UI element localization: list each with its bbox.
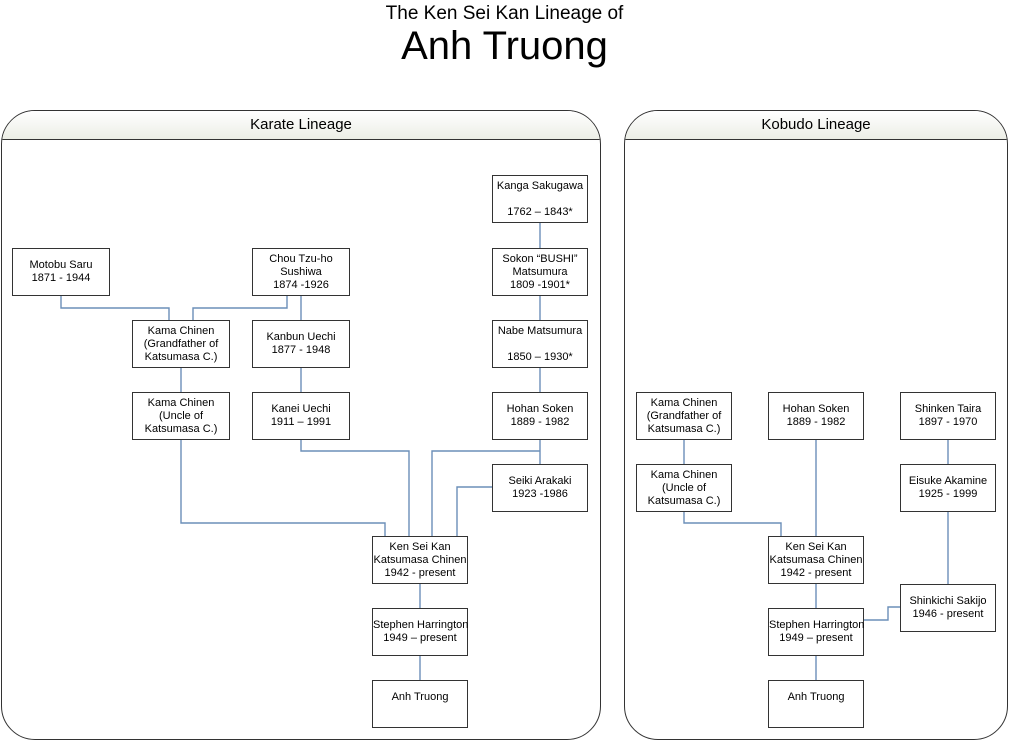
node-katsumasa-chinen: Ken Sei Kan Katsumasa Chinen 1942 - pres… — [372, 536, 468, 584]
node-note-line2: Katsumasa C.) — [144, 423, 218, 435]
node-name: Kama Chinen — [650, 397, 718, 409]
node-spacer — [493, 338, 587, 351]
node-name: Nabe Matsumura — [497, 325, 583, 337]
node-motobu-saru: Motobu Saru 1871 - 1944 — [12, 248, 110, 296]
node-note: (Grandfather of — [143, 338, 219, 350]
node-dates: 1911 – 1991 — [270, 416, 332, 428]
node-name: Hohan Soken — [782, 403, 850, 415]
node-note: (Grandfather of — [646, 410, 722, 422]
connector-chou-kama-grand — [192, 296, 288, 320]
node-dates: 1889 - 1982 — [786, 416, 846, 428]
node-name: Kanbun Uechi — [266, 331, 336, 343]
kobudo-node-anh-truong: Anh Truong — [768, 680, 864, 728]
node-kama-chinen-uncle: Kama Chinen (Uncle of Katsumasa C.) — [132, 392, 230, 440]
node-name: Katsumasa Chinen — [769, 554, 863, 566]
node-name: Eisuke Akamine — [908, 475, 988, 487]
node-dates: 1762 – 1843* — [507, 206, 573, 218]
node-school: Ken Sei Kan — [389, 541, 451, 553]
node-note-line2: Katsumasa C.) — [144, 351, 218, 363]
node-name: Seiki Arakaki — [508, 475, 572, 487]
node-dates: 1874 -1926 — [273, 279, 329, 291]
node-dates: 1925 - 1999 — [918, 488, 978, 500]
kobudo-node-stephen-harrington: Stephen Harrington 1949 – present — [768, 608, 864, 656]
node-note-line2: Katsumasa C.) — [647, 495, 721, 507]
node-anh-truong: Anh Truong — [372, 680, 468, 728]
node-dates: 1871 - 1944 — [31, 272, 91, 284]
node-spacer — [493, 193, 587, 206]
node-name: Kama Chinen — [650, 469, 718, 481]
node-hohan-soken: Hohan Soken 1889 - 1982 — [492, 392, 588, 440]
node-name: Kama Chinen — [147, 397, 215, 409]
node-name: Shinken Taira — [914, 403, 982, 415]
node-dates: 1946 - present — [912, 608, 984, 620]
node-dates: 1942 - present — [384, 567, 456, 579]
diagram-title: Anh Truong — [401, 24, 608, 68]
kobudo-node-hohan-soken: Hohan Soken 1889 - 1982 — [768, 392, 864, 440]
kobudo-node-eisuke-akamine: Eisuke Akamine 1925 - 1999 — [900, 464, 996, 512]
node-name: Katsumasa Chinen — [373, 554, 467, 566]
node-dates: 1809 -1901* — [510, 279, 570, 291]
karate-panel-header: Karate Lineage — [2, 111, 600, 140]
kobudo-node-kama-chinen-uncle: Kama Chinen (Uncle of Katsumasa C.) — [636, 464, 732, 512]
node-dates: 1949 – present — [383, 632, 457, 644]
node-chou-tzu-ho: Chou Tzu-ho Sushiwa 1874 -1926 — [252, 248, 350, 296]
diagram-subtitle: The Ken Sei Kan Lineage of — [385, 3, 624, 24]
node-name: Hohan Soken — [506, 403, 574, 415]
kobudo-node-katsumasa-chinen: Ken Sei Kan Katsumasa Chinen 1942 - pres… — [768, 536, 864, 584]
node-note-line2: Katsumasa C.) — [647, 423, 721, 435]
node-seiki-arakaki: Seiki Arakaki 1923 -1986 — [492, 464, 588, 512]
connector-kanei-chinen — [300, 440, 410, 536]
node-dates: 1850 – 1930* — [507, 351, 573, 363]
node-name: Stephen Harrington — [769, 619, 865, 631]
node-stephen-harrington: Stephen Harrington 1949 – present — [372, 608, 468, 656]
node-name: Kanei Uechi — [271, 403, 331, 415]
connector-seiki-chinen — [456, 486, 492, 536]
node-kanbun-uechi: Kanbun Uechi 1877 - 1948 — [252, 320, 350, 368]
node-name: Anh Truong — [787, 691, 845, 703]
kobudo-node-shinken-taira: Shinken Taira 1897 - 1970 — [900, 392, 996, 440]
node-note: (Uncle of — [661, 482, 707, 494]
node-sokon-matsumura: Sokon “BUSHI” Matsumura 1809 -1901* — [492, 248, 588, 296]
node-name: Sokon “BUSHI” — [502, 253, 578, 265]
node-dates: 1877 - 1948 — [271, 344, 331, 356]
node-dates: 1889 - 1982 — [510, 416, 570, 428]
node-dates: 1923 -1986 — [512, 488, 568, 500]
connector-kama-uncle-chinen — [180, 440, 386, 536]
node-note: (Uncle of — [158, 410, 204, 422]
connector-motobu-kama-grand — [60, 296, 170, 320]
node-name: Chou Tzu-ho — [269, 253, 333, 265]
connector-kobudo-kama-uncle-chinen — [683, 512, 782, 536]
node-name-line2: Sushiwa — [280, 266, 322, 278]
connector-hohan-chinen — [431, 450, 540, 536]
node-name: Anh Truong — [391, 691, 449, 703]
node-school: Ken Sei Kan — [785, 541, 847, 553]
node-dates: 1949 – present — [779, 632, 853, 644]
node-name: Motobu Saru — [29, 259, 93, 271]
node-kanga-sakugawa: Kanga Sakugawa 1762 – 1843* — [492, 175, 588, 223]
node-kama-chinen-grandfather: Kama Chinen (Grandfather of Katsumasa C.… — [132, 320, 230, 368]
connector-kobudo-shinkichi-stephen — [864, 606, 900, 621]
kobudo-node-shinkichi-sakijo: Shinkichi Sakijo 1946 - present — [900, 584, 996, 632]
node-kanei-uechi: Kanei Uechi 1911 – 1991 — [252, 392, 350, 440]
kobudo-node-kama-chinen-grandfather: Kama Chinen (Grandfather of Katsumasa C.… — [636, 392, 732, 440]
node-name: Kanga Sakugawa — [496, 180, 584, 192]
node-name: Shinkichi Sakijo — [909, 595, 987, 607]
node-dates: 1897 - 1970 — [918, 416, 978, 428]
node-nabe-matsumura: Nabe Matsumura 1850 – 1930* — [492, 320, 588, 368]
node-name-line2: Matsumura — [512, 266, 568, 278]
kobudo-panel-header: Kobudo Lineage — [625, 111, 1007, 140]
node-name: Stephen Harrington — [373, 619, 469, 631]
node-name: Kama Chinen — [147, 325, 215, 337]
node-dates: 1942 - present — [780, 567, 852, 579]
